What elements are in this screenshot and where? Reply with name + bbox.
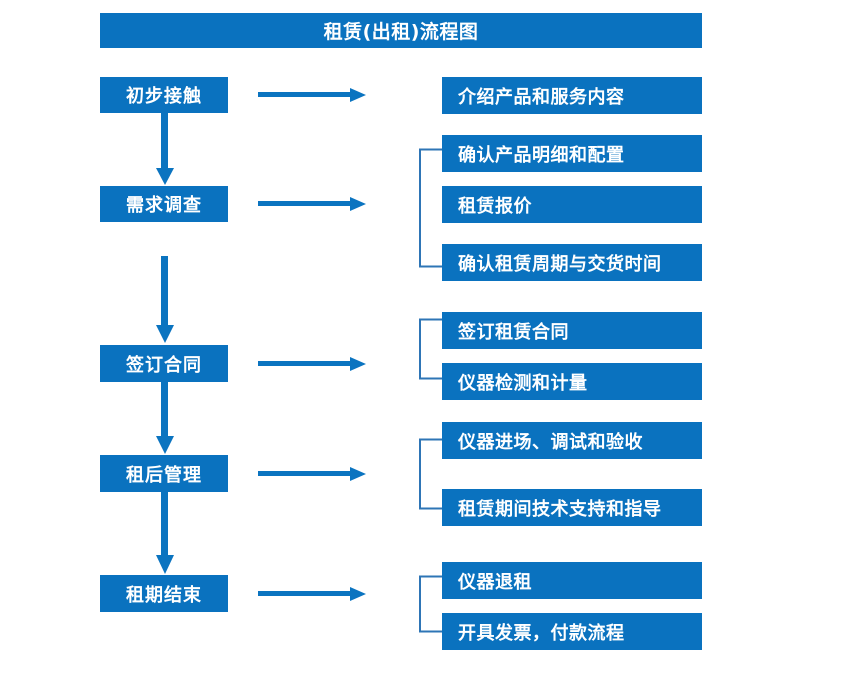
detail-box-2-1[interactable]: 确认产品明细和配置 xyxy=(442,135,702,172)
stage-box-3[interactable]: 签订合同 xyxy=(100,345,228,382)
stage-box-5[interactable]: 租期结束 xyxy=(100,575,228,612)
detail-box-5-1[interactable]: 仪器退租 xyxy=(442,562,702,599)
vertical-arrow-4 xyxy=(156,492,174,574)
flowchart-title: 租赁(出租)流程图 xyxy=(100,13,702,48)
stage-box-2[interactable]: 需求调查 xyxy=(100,186,228,222)
stage-box-1[interactable]: 初步接触 xyxy=(100,77,228,113)
group-bracket-4 xyxy=(419,438,442,510)
detail-box-3-1[interactable]: 签订租赁合同 xyxy=(442,312,702,349)
group-bracket-5 xyxy=(419,575,442,633)
detail-box-4-1[interactable]: 仪器进场、调试和验收 xyxy=(442,422,702,459)
horizontal-arrow-2 xyxy=(258,197,366,211)
detail-box-2-2[interactable]: 租赁报价 xyxy=(442,186,702,223)
detail-box-2-3[interactable]: 确认租赁周期与交货时间 xyxy=(442,244,702,281)
detail-box-5-2[interactable]: 开具发票，付款流程 xyxy=(442,613,702,650)
horizontal-arrow-1 xyxy=(258,88,366,102)
detail-box-1-1[interactable]: 介绍产品和服务内容 xyxy=(442,77,702,114)
stage-box-4[interactable]: 租后管理 xyxy=(100,455,228,492)
vertical-arrow-3 xyxy=(156,382,174,454)
detail-box-3-2[interactable]: 仪器检测和计量 xyxy=(442,363,702,400)
vertical-arrow-2 xyxy=(156,256,174,343)
horizontal-arrow-5 xyxy=(258,587,366,601)
group-bracket-3 xyxy=(419,318,442,380)
group-bracket-2 xyxy=(419,148,442,268)
vertical-arrow-1 xyxy=(156,113,174,185)
detail-box-4-2[interactable]: 租赁期间技术支持和指导 xyxy=(442,489,702,526)
horizontal-arrow-3 xyxy=(258,357,366,371)
horizontal-arrow-4 xyxy=(258,467,366,481)
